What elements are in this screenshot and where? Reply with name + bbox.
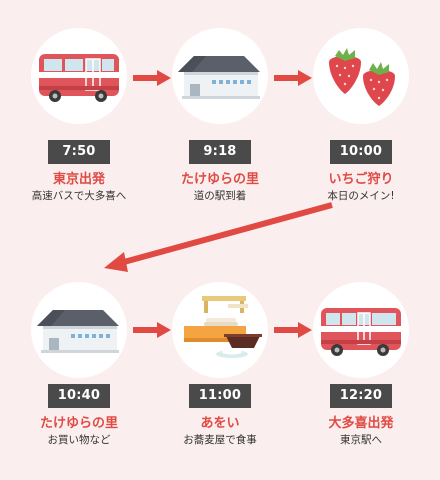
stop-6-desc: 東京駅へ: [340, 434, 382, 446]
stop-1-place: 東京出発: [52, 172, 105, 187]
stop-2-desc: 道の駅到着: [193, 190, 247, 202]
stop-4-circle: [31, 282, 127, 378]
arrow-right-icon: [274, 70, 312, 86]
stop-5-desc: お蕎麦屋で食事: [183, 434, 257, 446]
arrow-right-icon: [133, 322, 171, 338]
stop-3-time: 10:00: [330, 140, 392, 164]
stop-3-place: いちご狩り: [328, 172, 394, 187]
arrow-right-icon: [133, 70, 171, 86]
stop-2-time: 9:18: [189, 140, 251, 164]
stop-1-circle: [31, 28, 127, 124]
stop-6-circle: [313, 282, 409, 378]
stop-1-time: 7:50: [48, 140, 110, 164]
building-icon: [178, 56, 260, 99]
stop-6-time: 12:20: [330, 384, 392, 408]
building-icon: [37, 310, 119, 353]
stop-3-desc: 本日のメイン!: [327, 190, 395, 202]
stop-6-place: 大多喜出発: [328, 416, 394, 431]
arrow-right-icon: [274, 322, 312, 338]
bus-icon: [321, 308, 401, 356]
stop-1-desc: 高速バスで大多喜へ: [31, 190, 127, 202]
stop-4-place: たけゆらの里: [39, 416, 118, 431]
strawberry-icon: [329, 48, 395, 106]
stop-4-desc: お買い物など: [47, 434, 111, 446]
stop-2-circle: [172, 28, 268, 124]
stop-4-time: 10:40: [48, 384, 110, 408]
soba-icon: [184, 296, 262, 358]
stop-5-circle: [172, 282, 268, 378]
stop-2-place: たけゆらの里: [180, 172, 259, 187]
bus-icon: [39, 54, 119, 102]
stop-5-place: あをい: [200, 416, 240, 431]
stop-5-time: 11:00: [189, 384, 251, 408]
stop-3-circle: [313, 28, 409, 124]
